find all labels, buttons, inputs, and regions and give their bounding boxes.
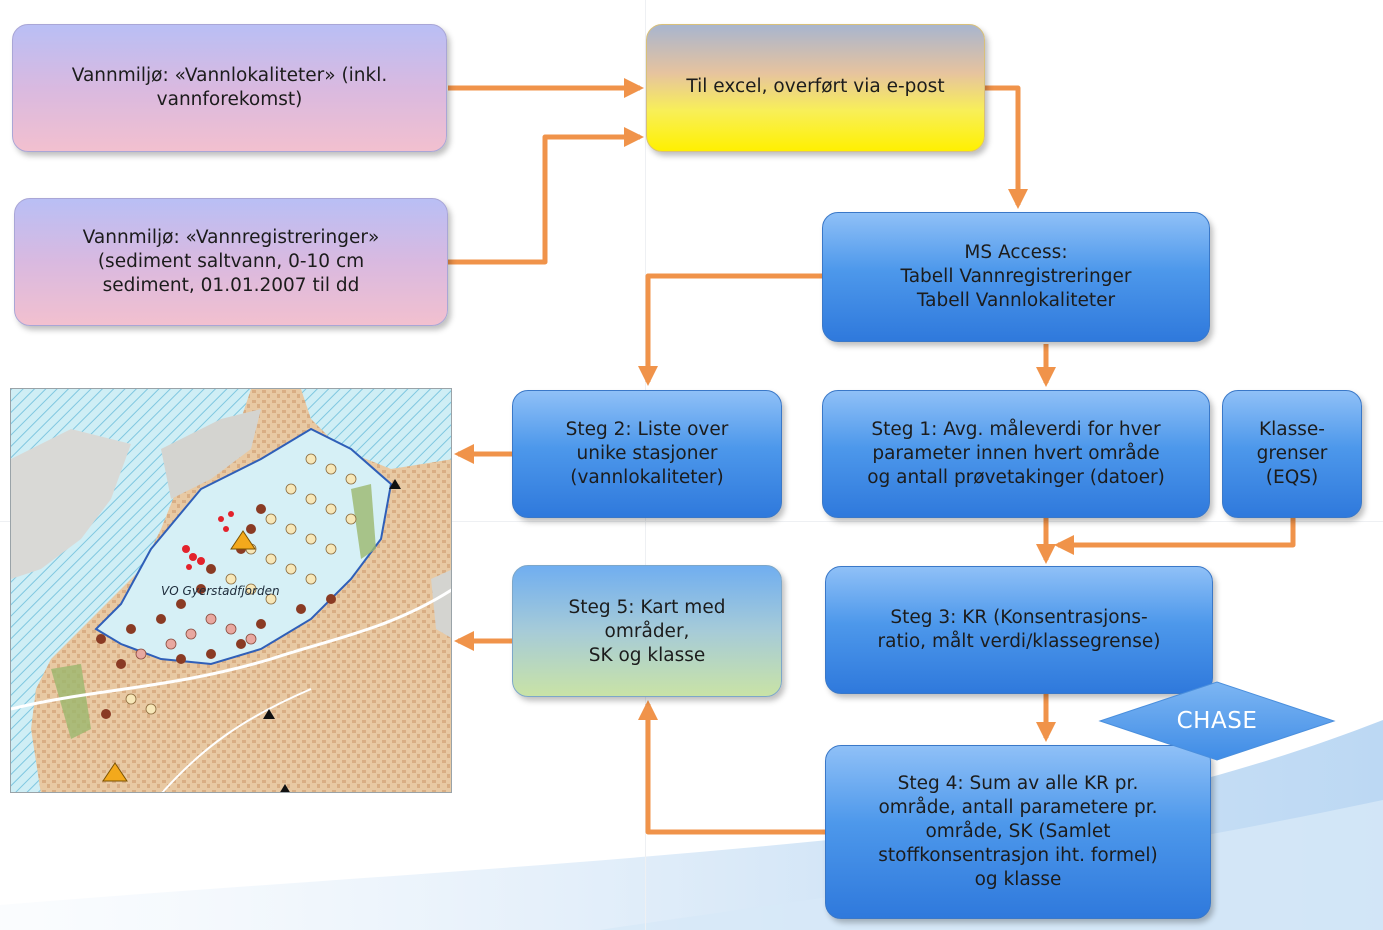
map-label: VO Gyerstadfjorden <box>161 584 280 598</box>
node-vannlokaliteter: Vannmiljø: «Vannlokaliteter» (inkl. vann… <box>12 24 447 152</box>
node-ms-access: MS Access: Tabell Vannregistreringer Tab… <box>822 212 1210 342</box>
node-vannregistreringer: Vannmiljø: «Vannregistreringer» (sedimen… <box>14 198 448 326</box>
map-image: VO Gyerstadfjorden <box>10 388 452 793</box>
guide-line-horizontal <box>0 521 1383 522</box>
chase-label: CHASE <box>1176 708 1258 734</box>
node-steg4: Steg 4: Sum av alle KR pr. område, antal… <box>825 745 1211 919</box>
node-steg5: Steg 5: Kart med områder, SK og klasse <box>512 565 782 697</box>
node-klassegrenser: Klasse- grenser (EQS) <box>1222 390 1362 518</box>
node-excel: Til excel, overført via e-post <box>646 24 985 152</box>
node-steg1: Steg 1: Avg. måleverdi for hver paramete… <box>822 390 1210 518</box>
chase-diamond: CHASE <box>1098 680 1336 762</box>
map-graphic <box>11 389 451 792</box>
node-steg2: Steg 2: Liste over unike stasjoner (vann… <box>512 390 782 518</box>
node-steg3: Steg 3: KR (Konsentrasjons- ratio, målt … <box>825 566 1213 694</box>
chase-diamond-shape <box>1098 681 1336 761</box>
